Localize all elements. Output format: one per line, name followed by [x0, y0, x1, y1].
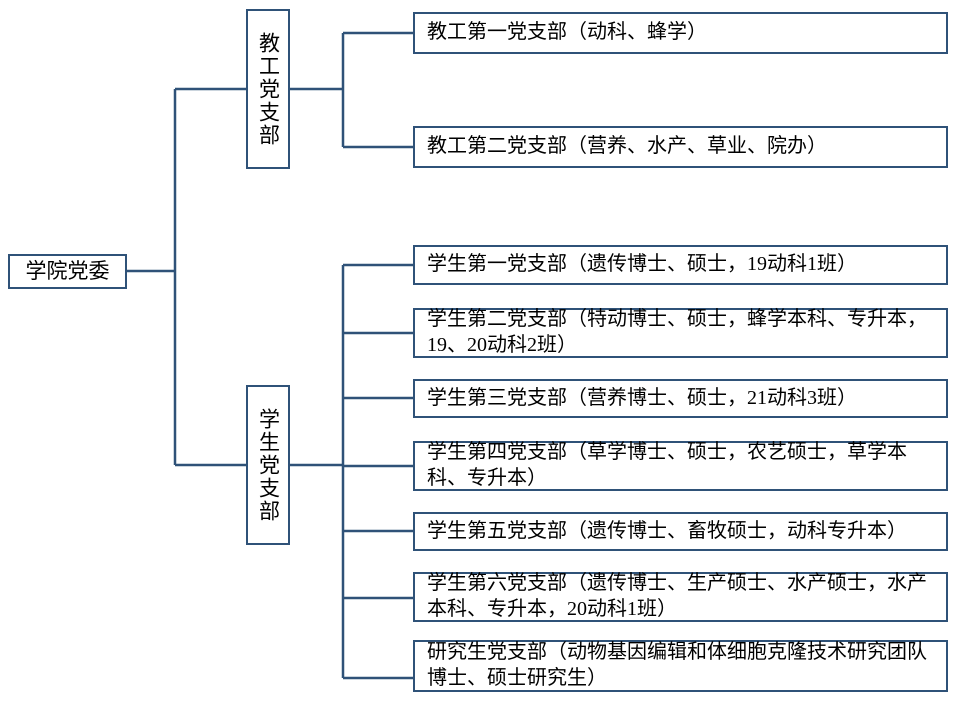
node-faculty-branch-2-label: 教工第二党支部（营养、水产、草业、院办）: [427, 135, 827, 158]
node-graduate-student-branch[interactable]: 研究生党支部（动物基因编辑和体细胞克隆技术研究团队博士、硕士研究生）: [413, 640, 948, 692]
node-student-branch-1[interactable]: 学生第一党支部（遗传博士、硕士，19动科1班）: [413, 245, 948, 285]
node-student-branch-6[interactable]: 学生第六党支部（遗传博士、生产硕士、水产硕士，水产本科、专升本，20动科1班）: [413, 572, 948, 622]
node-student-branch-3[interactable]: 学生第三党支部（营养博士、硕士，21动科3班）: [413, 379, 948, 418]
node-branch-student[interactable]: 学生党支部: [246, 385, 290, 545]
node-student-branch-4-label: 学生第四党支部（草学博士、硕士，农艺硕士，草学本科、专升本）: [427, 441, 907, 489]
node-graduate-student-branch-label: 研究生党支部（动物基因编辑和体细胞克隆技术研究团队博士、硕士研究生）: [427, 641, 927, 689]
node-student-branch-5[interactable]: 学生第五党支部（遗传博士、畜牧硕士，动科专升本）: [413, 512, 948, 551]
node-student-branch-1-label: 学生第一党支部（遗传博士、硕士，19动科1班）: [427, 253, 857, 276]
node-branch-student-label: 学生党支部: [256, 407, 281, 523]
node-student-branch-4[interactable]: 学生第四党支部（草学博士、硕士，农艺硕士，草学本科、专升本）: [413, 441, 948, 491]
node-student-branch-2-label: 学生第二党支部（特动博士、硕士，蜂学本科、专升本，19、20动科2班）: [427, 308, 927, 356]
node-student-branch-2[interactable]: 学生第二党支部（特动博士、硕士，蜂学本科、专升本，19、20动科2班）: [413, 308, 948, 358]
node-student-branch-6-label: 学生第六党支部（遗传博士、生产硕士、水产硕士，水产本科、专升本，20动科1班）: [427, 572, 927, 620]
node-student-branch-5-label: 学生第五党支部（遗传博士、畜牧硕士，动科专升本）: [427, 519, 907, 542]
node-faculty-branch-1[interactable]: 教工第一党支部（动科、蜂学）: [413, 12, 948, 54]
node-root-label: 学院党委: [25, 259, 110, 284]
node-student-branch-3-label: 学生第三党支部（营养博士、硕士，21动科3班）: [427, 386, 857, 409]
node-branch-faculty-label: 教工党支部: [256, 31, 281, 147]
node-root-college-party-committee[interactable]: 学院党委: [8, 254, 127, 289]
node-faculty-branch-2[interactable]: 教工第二党支部（营养、水产、草业、院办）: [413, 126, 948, 168]
node-branch-faculty[interactable]: 教工党支部: [246, 9, 290, 169]
node-faculty-branch-1-label: 教工第一党支部（动科、蜂学）: [427, 21, 707, 44]
